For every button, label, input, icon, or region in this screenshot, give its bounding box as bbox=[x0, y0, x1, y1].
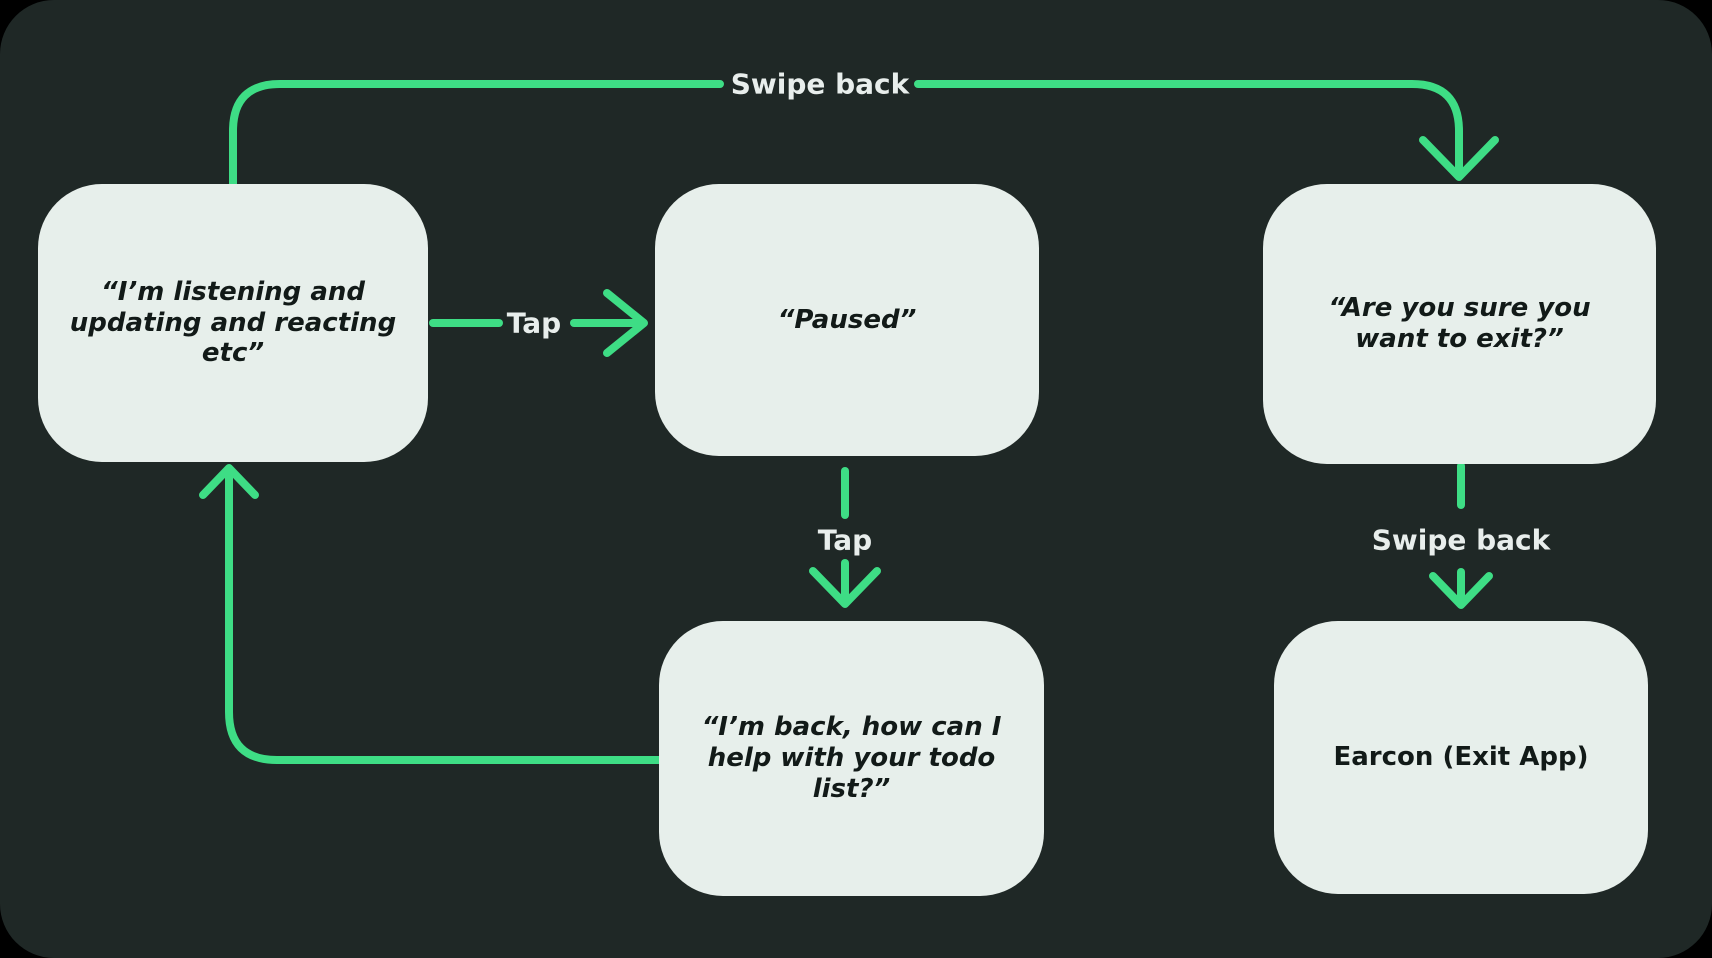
node-exit-confirm: “Are you sure you want to exit?” bbox=[1263, 184, 1656, 464]
node-earcon-text: Earcon (Exit App) bbox=[1333, 742, 1589, 773]
node-back: “I’m back, how can I help with your todo… bbox=[659, 621, 1044, 896]
node-listening: “I’m listening and updating and reacting… bbox=[38, 184, 428, 462]
node-paused-text: “Paused” bbox=[777, 304, 917, 335]
node-back-text: “I’m back, how can I help with your todo… bbox=[701, 712, 1002, 804]
edge-return-loop bbox=[225, 470, 663, 764]
edge-label-tap-vertical: Tap bbox=[817, 523, 873, 557]
arrowhead-up-into-listening bbox=[199, 464, 259, 499]
edge-label-swipe-back-top: Swipe back bbox=[730, 67, 910, 101]
edge-label-swipe-back-right: Swipe back bbox=[1371, 523, 1551, 557]
arrowhead-down-into-exit-confirm bbox=[1419, 136, 1499, 181]
arrowhead-right-into-paused bbox=[603, 289, 648, 357]
node-earcon: Earcon (Exit App) bbox=[1274, 621, 1648, 894]
edge-swipe-back-top-left-segment bbox=[229, 80, 724, 188]
node-exit-confirm-text: “Are you sure you want to exit?” bbox=[1328, 293, 1591, 354]
node-listening-text: “I’m listening and updating and reacting… bbox=[69, 276, 397, 369]
edge-label-tap-horizontal: Tap bbox=[506, 306, 562, 340]
arrowhead-down-into-back bbox=[809, 567, 881, 608]
edge-swipe-back-top-right-segment bbox=[914, 80, 1463, 172]
arrowhead-down-into-earcon bbox=[1429, 572, 1493, 609]
node-paused: “Paused” bbox=[655, 184, 1039, 456]
